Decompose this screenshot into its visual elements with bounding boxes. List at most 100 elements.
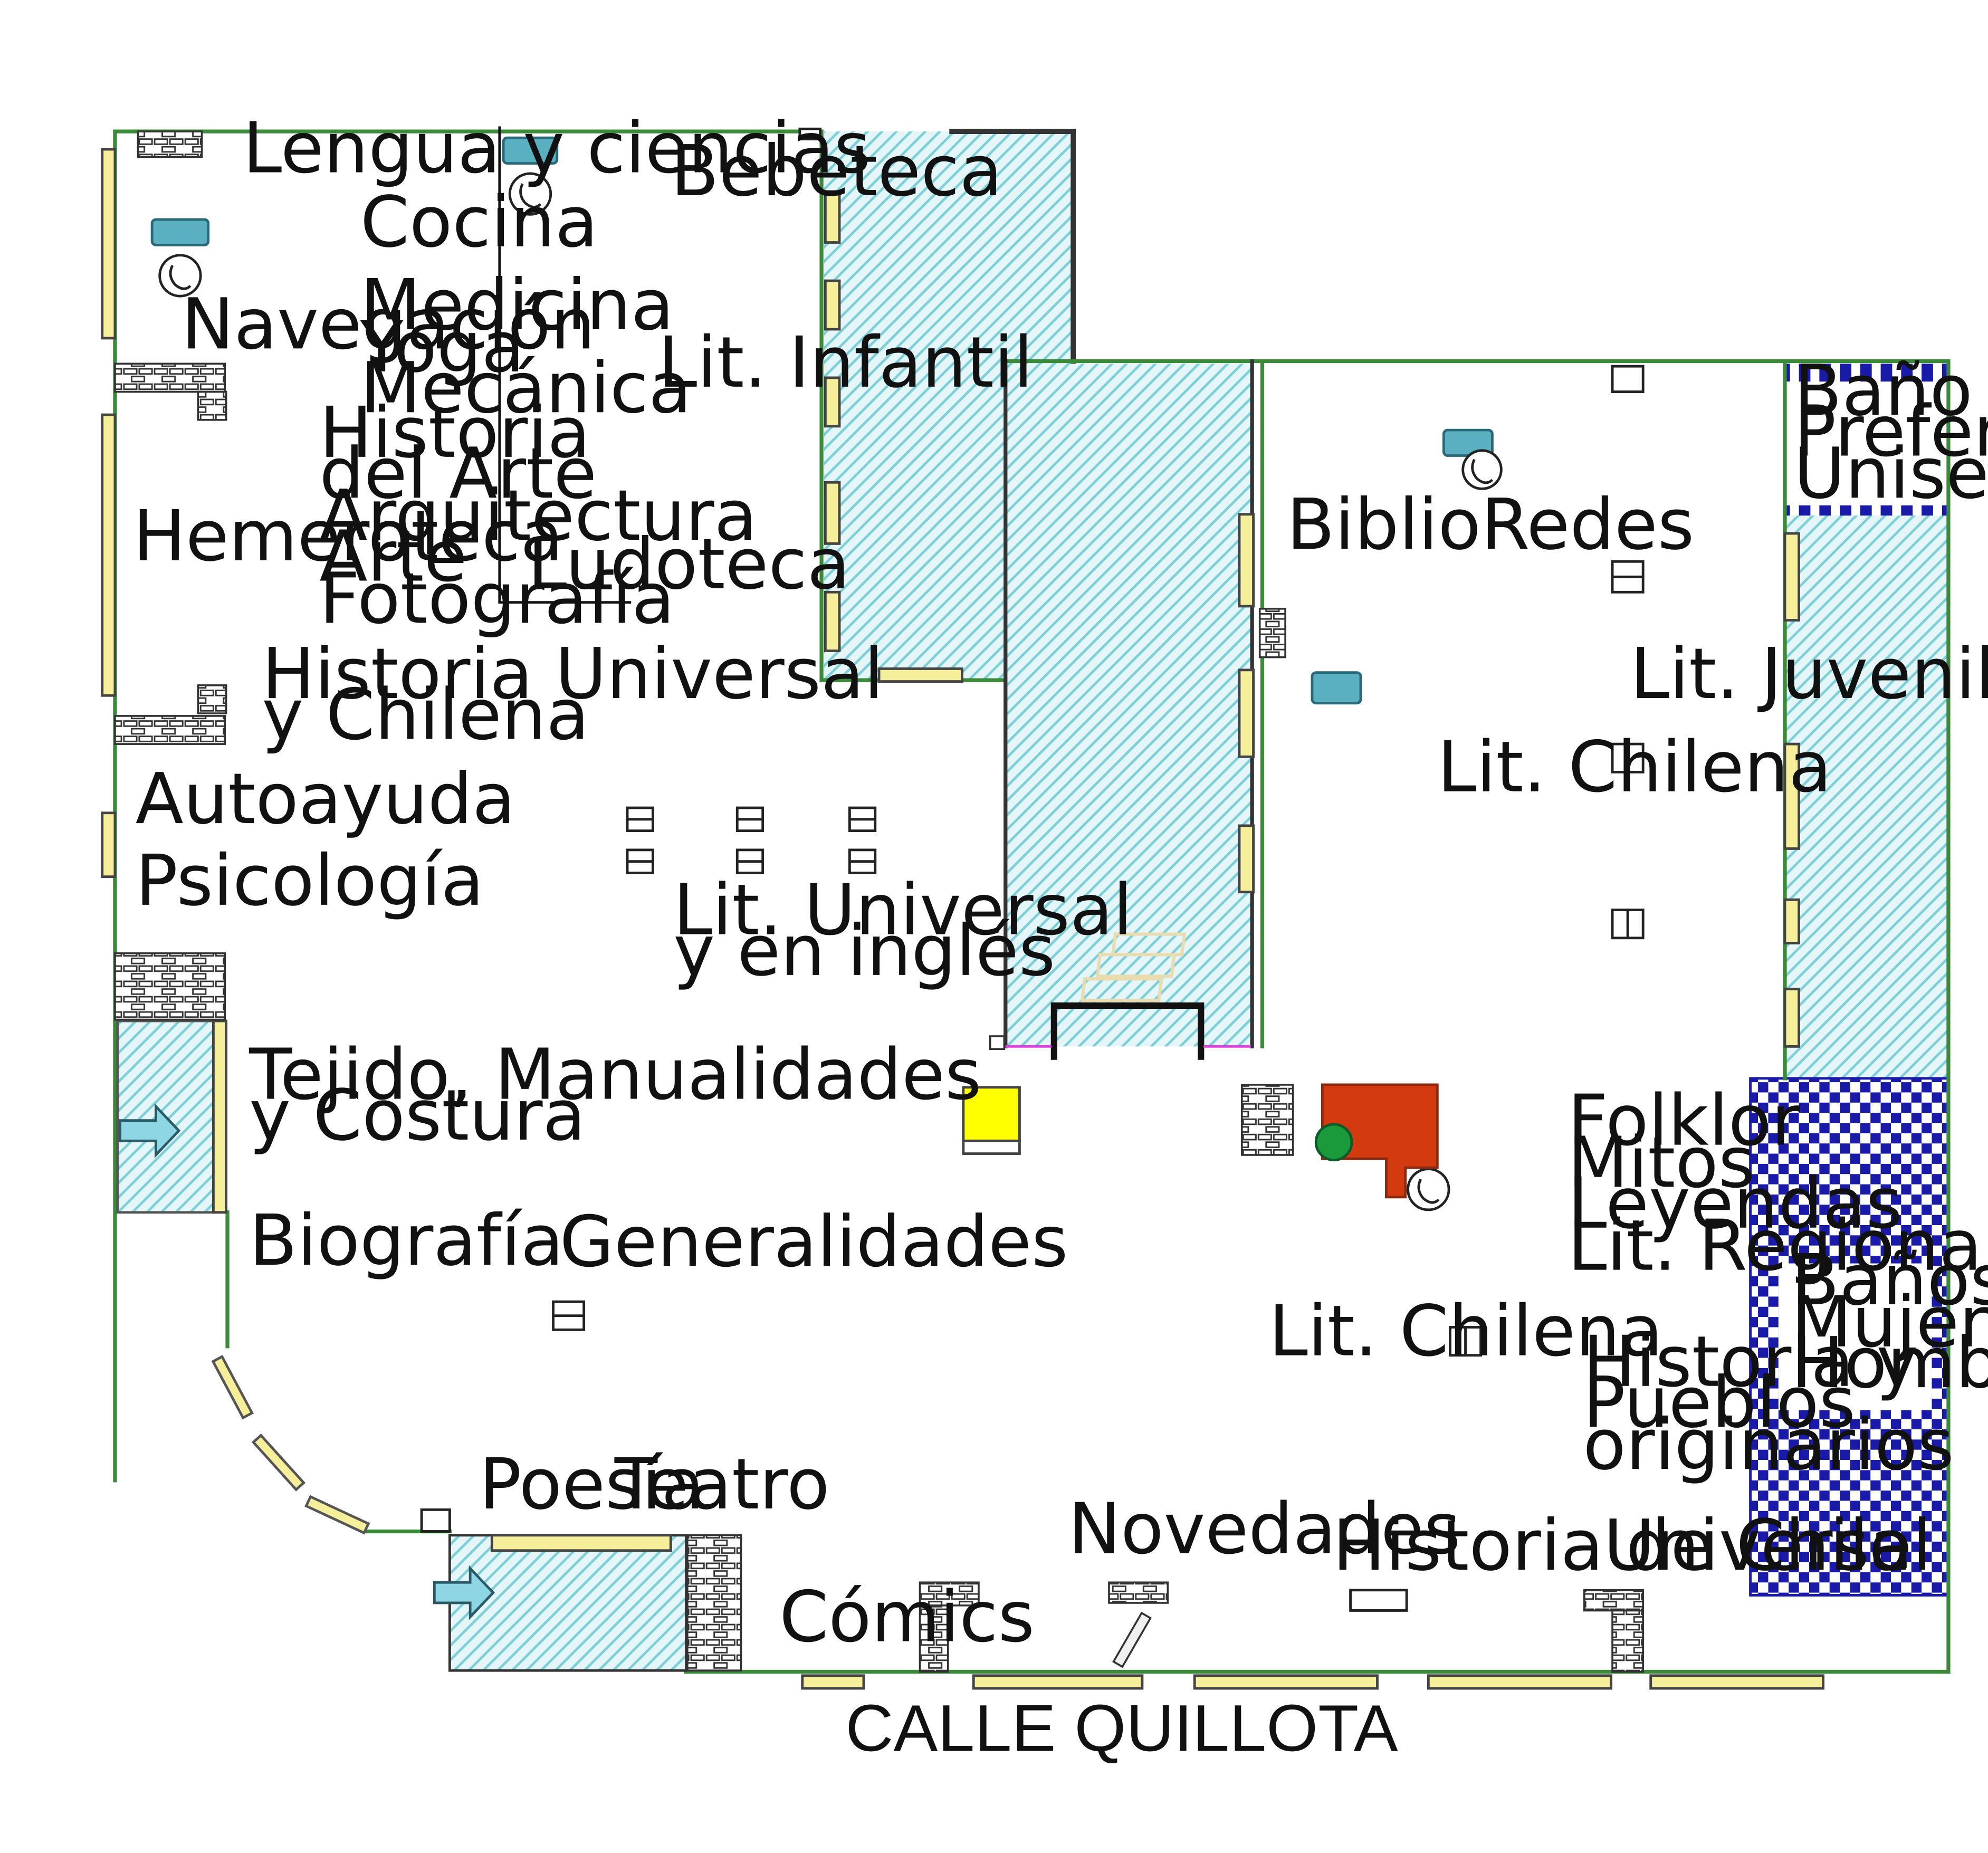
brick-bookshelves — [114, 130, 1644, 1673]
label-mitos: Mitos — [1568, 1122, 1755, 1204]
section-labels: Lengua y ciencias Cocina Navegación Medi… — [133, 108, 1988, 1765]
shelf — [824, 376, 841, 428]
shelf — [1238, 668, 1255, 758]
label-psicologia: Psicología — [136, 840, 484, 922]
label-historia-arte-2: del Arte — [319, 433, 597, 514]
label-fotografia: Fotografía — [319, 558, 674, 639]
label-banos-3: Hombres — [1791, 1322, 1988, 1404]
shelf — [101, 148, 117, 340]
bookshelf-icon — [1611, 365, 1645, 393]
label-yoga: Yoga — [360, 307, 524, 388]
bookshelf-icon — [1108, 1581, 1169, 1604]
label-lit-chilena-1: Lit. Chilena — [1437, 727, 1831, 808]
hatched-zone-entrance-bottom — [450, 1535, 686, 1671]
computers — [150, 136, 1494, 705]
computer-icon — [150, 218, 210, 246]
shelf — [824, 481, 841, 545]
label-generalidades: Generalidades — [560, 1201, 1068, 1283]
shelf — [101, 413, 117, 697]
label-arte: Arte — [319, 516, 467, 598]
shelf — [101, 811, 117, 878]
bookshelf-icon — [1349, 1589, 1408, 1612]
label-lit-universal-2: y en inglés — [673, 910, 1055, 992]
phone-icon — [1461, 449, 1503, 490]
shelf — [212, 1019, 228, 1214]
label-banos-1: Baños — [1791, 1239, 1988, 1321]
phone-icon — [158, 254, 202, 298]
shelf — [1238, 513, 1255, 608]
label-hemeroteca: Hemeroteca — [133, 495, 563, 577]
stairs-frame — [1050, 1002, 1205, 1060]
stairs-icon — [1080, 932, 1187, 1002]
bathrooms — [1749, 364, 1950, 1597]
bookshelf-icon — [1240, 1084, 1294, 1156]
outer-wall-left — [113, 129, 504, 1483]
label-lengua: Lengua y ciencias — [243, 108, 871, 189]
shelf — [801, 1674, 865, 1690]
label-novedades: Novedades — [1068, 1488, 1460, 1570]
label-comics: Cómics — [779, 1577, 1035, 1658]
bathroom-preferente — [1784, 364, 1948, 514]
label-lit-infantil: Lit. Infantil — [658, 322, 1033, 404]
bookshelf-icon — [1258, 607, 1286, 658]
bookshelf-icon — [798, 127, 822, 141]
phones — [158, 172, 1503, 1211]
bookshelf-icon — [919, 1581, 980, 1607]
shelf — [972, 1674, 1144, 1690]
small-box — [989, 1035, 1006, 1050]
label-lit-chilena-2: Lit. Chilena — [1269, 1291, 1663, 1372]
hatched-zone-right — [1784, 513, 1948, 1078]
label-historia-pueblos-1: Historia y — [1583, 1321, 1918, 1403]
shelf — [1783, 532, 1801, 622]
entrance-arrow-icon — [119, 1103, 181, 1159]
yellow-block-base — [962, 1139, 1021, 1155]
shelf — [1783, 742, 1801, 850]
label-historia-arte-1: Historia — [319, 392, 590, 474]
bookshelf-icon — [919, 1604, 949, 1673]
label-historia-universal-2: y Chilena — [262, 674, 589, 756]
small-shelves — [420, 127, 1645, 1612]
label-bano-pref-3: Unisex — [1794, 433, 1988, 514]
street-name: CALLE QUILLOTA — [846, 1691, 1398, 1765]
computer-icon — [502, 136, 559, 165]
bookshelf-icon — [114, 952, 226, 1021]
entrance-arrow-icon — [433, 1565, 495, 1620]
label-universal: Universal — [1603, 1505, 1932, 1587]
shelf — [1427, 1674, 1613, 1690]
shelf — [490, 1534, 672, 1552]
label-tejido-1: Tejido, Manualidades — [248, 1034, 981, 1116]
label-mecanica: Mecánica — [360, 347, 692, 429]
bookshelf-icon — [1611, 1609, 1644, 1673]
bookshelf-icon — [686, 1534, 742, 1671]
bookshelf-icon — [114, 715, 226, 745]
label-lit-regional: Lit. Regional — [1568, 1205, 1988, 1287]
wall-shelves — [101, 148, 1825, 1690]
bookshelf-icon — [420, 1508, 451, 1533]
phone-icon — [508, 172, 552, 216]
label-bano-pref-1: Baño — [1794, 350, 1973, 432]
label-biblioredes: BiblioRedes — [1287, 484, 1695, 566]
shelf — [877, 667, 963, 683]
label-bano-pref-2: Preferente — [1794, 391, 1988, 473]
shelf — [1783, 898, 1801, 944]
shelf — [824, 279, 841, 331]
bathroom-preferente-bottom-border — [1784, 505, 1948, 516]
entrance-arrows — [119, 1103, 495, 1620]
shelf — [1238, 824, 1255, 894]
label-folklor: Folklor — [1568, 1080, 1800, 1162]
computer-icon — [1311, 671, 1362, 705]
curved-wall-shelves — [211, 1354, 370, 1535]
shelf — [824, 590, 841, 652]
bookshelf-icon — [197, 684, 227, 714]
label-banos-2: Mujeres — [1791, 1282, 1988, 1363]
label-biografia: Biografía — [249, 1200, 563, 1282]
phone-icon — [1407, 1168, 1450, 1211]
door-leaf — [1112, 1611, 1152, 1668]
shelf — [1783, 988, 1801, 1048]
label-historia-universal-1: Historia Universal — [262, 633, 883, 715]
shelf — [1193, 1674, 1379, 1690]
label-poesia: Poesía — [479, 1444, 704, 1525]
label-teatro: Teatro — [614, 1444, 830, 1525]
bookshelf-icon — [197, 390, 227, 421]
